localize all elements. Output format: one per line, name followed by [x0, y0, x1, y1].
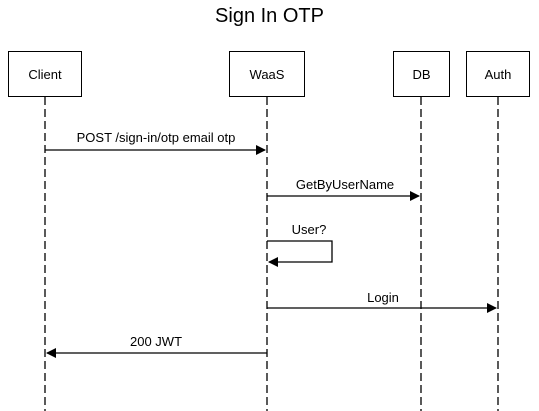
participant-client: Client: [8, 51, 82, 97]
participant-waas-label: WaaS: [249, 66, 285, 82]
participant-auth-label: Auth: [484, 66, 512, 82]
message-label-user-check: User?: [291, 222, 327, 237]
diagram-title: Sign In OTP: [215, 5, 324, 27]
participant-db: DB: [393, 51, 450, 97]
participant-auth: Auth: [466, 51, 530, 97]
participant-client-label: Client: [28, 66, 62, 82]
message-label-login: Login: [367, 290, 399, 305]
message-arrow-waas-self: [267, 240, 333, 267]
message-label-post-sign-in: POST /sign-in/otp email otp: [76, 130, 236, 145]
message-label-get-by-user-name: GetByUserName: [295, 177, 395, 192]
participant-waas: WaaS: [229, 51, 305, 97]
message-label-200-jwt: 200 JWT: [129, 334, 183, 349]
participant-db-label: DB: [412, 66, 431, 82]
